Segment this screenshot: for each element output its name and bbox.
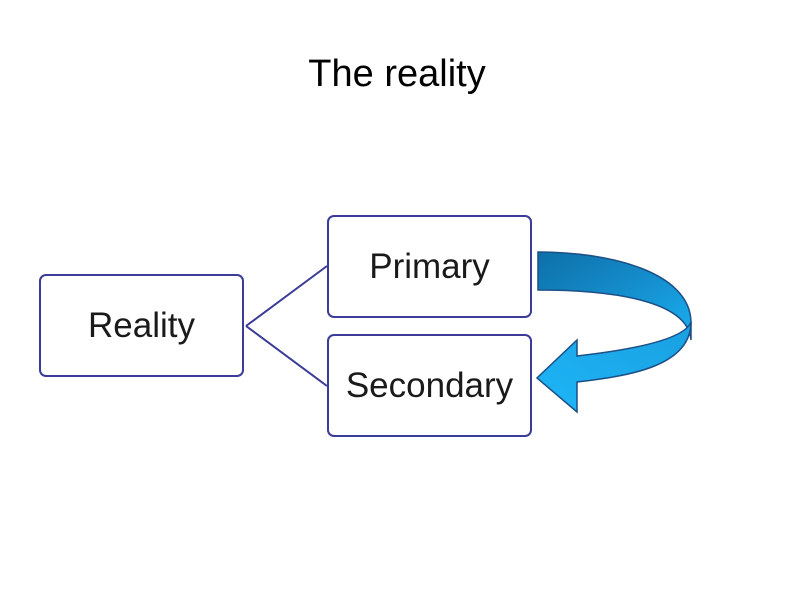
node-primary: Primary [327,215,532,318]
connector-reality-secondary [245,325,328,387]
node-primary-label: Primary [369,246,490,286]
slide-title: The reality [308,53,486,95]
curved-arrow-icon [535,251,692,414]
connector-reality-primary [245,265,328,327]
node-reality-label: Reality [88,305,195,345]
node-reality: Reality [39,274,244,377]
node-secondary: Secondary [327,334,532,437]
node-secondary-label: Secondary [345,365,514,405]
